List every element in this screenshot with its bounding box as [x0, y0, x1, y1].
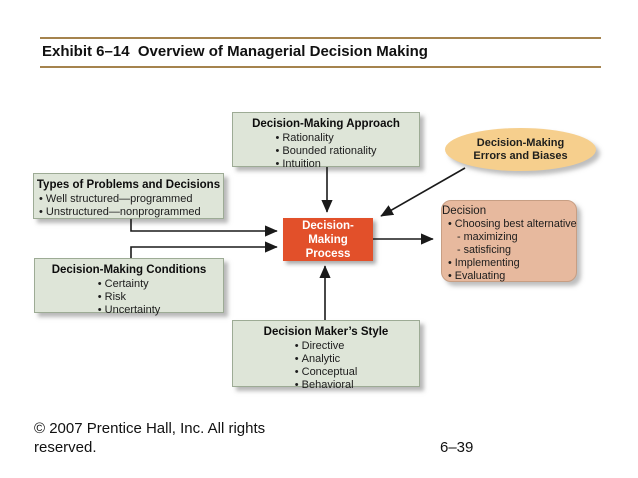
bullet-item: Choosing best alternative	[448, 218, 577, 231]
bullet-item: Intuition	[275, 158, 376, 171]
bullet-item: Behavioral	[295, 379, 358, 392]
bullet-item: Evaluating	[448, 270, 576, 283]
decision-box: Decision Choosing best alternativemaximi…	[441, 200, 577, 282]
decision-box-title: Decision	[442, 205, 487, 217]
conditions-box: Decision-Making Conditions CertaintyRisk…	[34, 258, 224, 316]
approach-box-title: Decision-Making Approach	[252, 118, 400, 130]
errors-biases-line1: Decision-Making	[476, 136, 565, 149]
bullet-item: Directive	[295, 340, 358, 353]
bullet-item: Analytic	[295, 353, 358, 366]
arrow-conditions-to-process	[130, 241, 278, 258]
bullet-item: Risk	[98, 291, 161, 304]
process-box-line2: Process	[305, 247, 351, 260]
style-box: Decision Maker’s Style DirectiveAnalytic…	[232, 320, 420, 391]
problems-box: Types of Problems and Decisions Well str…	[33, 173, 224, 219]
bullet-item: Bounded rationality	[275, 145, 376, 158]
style-box-title: Decision Maker’s Style	[263, 326, 389, 338]
bullet-item: Uncertainty	[98, 304, 161, 317]
problems-box-title: Types of Problems and Decisions	[36, 179, 221, 191]
style-box-bullets: DirectiveAnalyticConceptualBehavioral	[295, 340, 358, 392]
bullet-item: Rationality	[275, 132, 376, 145]
process-box-line1: Decision-Making	[302, 219, 354, 246]
bullet-item: Certainty	[98, 278, 161, 291]
approach-box: Decision-Making Approach RationalityBoun…	[232, 112, 420, 170]
page-number: 6–39	[440, 439, 474, 456]
bullet-item: maximizing	[448, 231, 576, 244]
title-rule-bottom	[40, 66, 601, 68]
bullet-item: satisficing	[448, 244, 576, 257]
errors-biases-line2: Errors and Biases	[473, 149, 568, 162]
title-rule-top	[40, 37, 601, 39]
arrow-problems-to-process	[130, 219, 278, 237]
conditions-box-title: Decision-Making Conditions	[51, 264, 207, 276]
copyright-line1: © 2007 Prentice Hall, Inc. All rights	[34, 420, 266, 437]
bullet-item: Conceptual	[295, 366, 358, 379]
bullet-item: Well structured—programmed	[39, 193, 223, 206]
conditions-box-bullets: CertaintyRiskUncertainty	[98, 278, 161, 317]
problems-box-bullets: Well structured—programmedUnstructured—n…	[34, 193, 223, 219]
copyright-line2: reserved.	[34, 439, 97, 456]
page-title: Exhibit 6–14 Overview of Managerial Deci…	[42, 43, 428, 60]
process-box: Decision-Making Process	[283, 218, 373, 261]
approach-box-bullets: RationalityBounded rationalityIntuition	[275, 132, 376, 171]
bullet-item: Unstructured—nonprogrammed	[39, 206, 223, 219]
bullet-item: Implementing	[448, 257, 576, 270]
errors-biases-ellipse: Decision-Making Errors and Biases	[445, 128, 596, 171]
decision-box-bullets: Choosing best alternativemaximizingsatis…	[442, 218, 577, 283]
copyright-text: © 2007 Prentice Hall, Inc. All rights re…	[34, 419, 265, 457]
